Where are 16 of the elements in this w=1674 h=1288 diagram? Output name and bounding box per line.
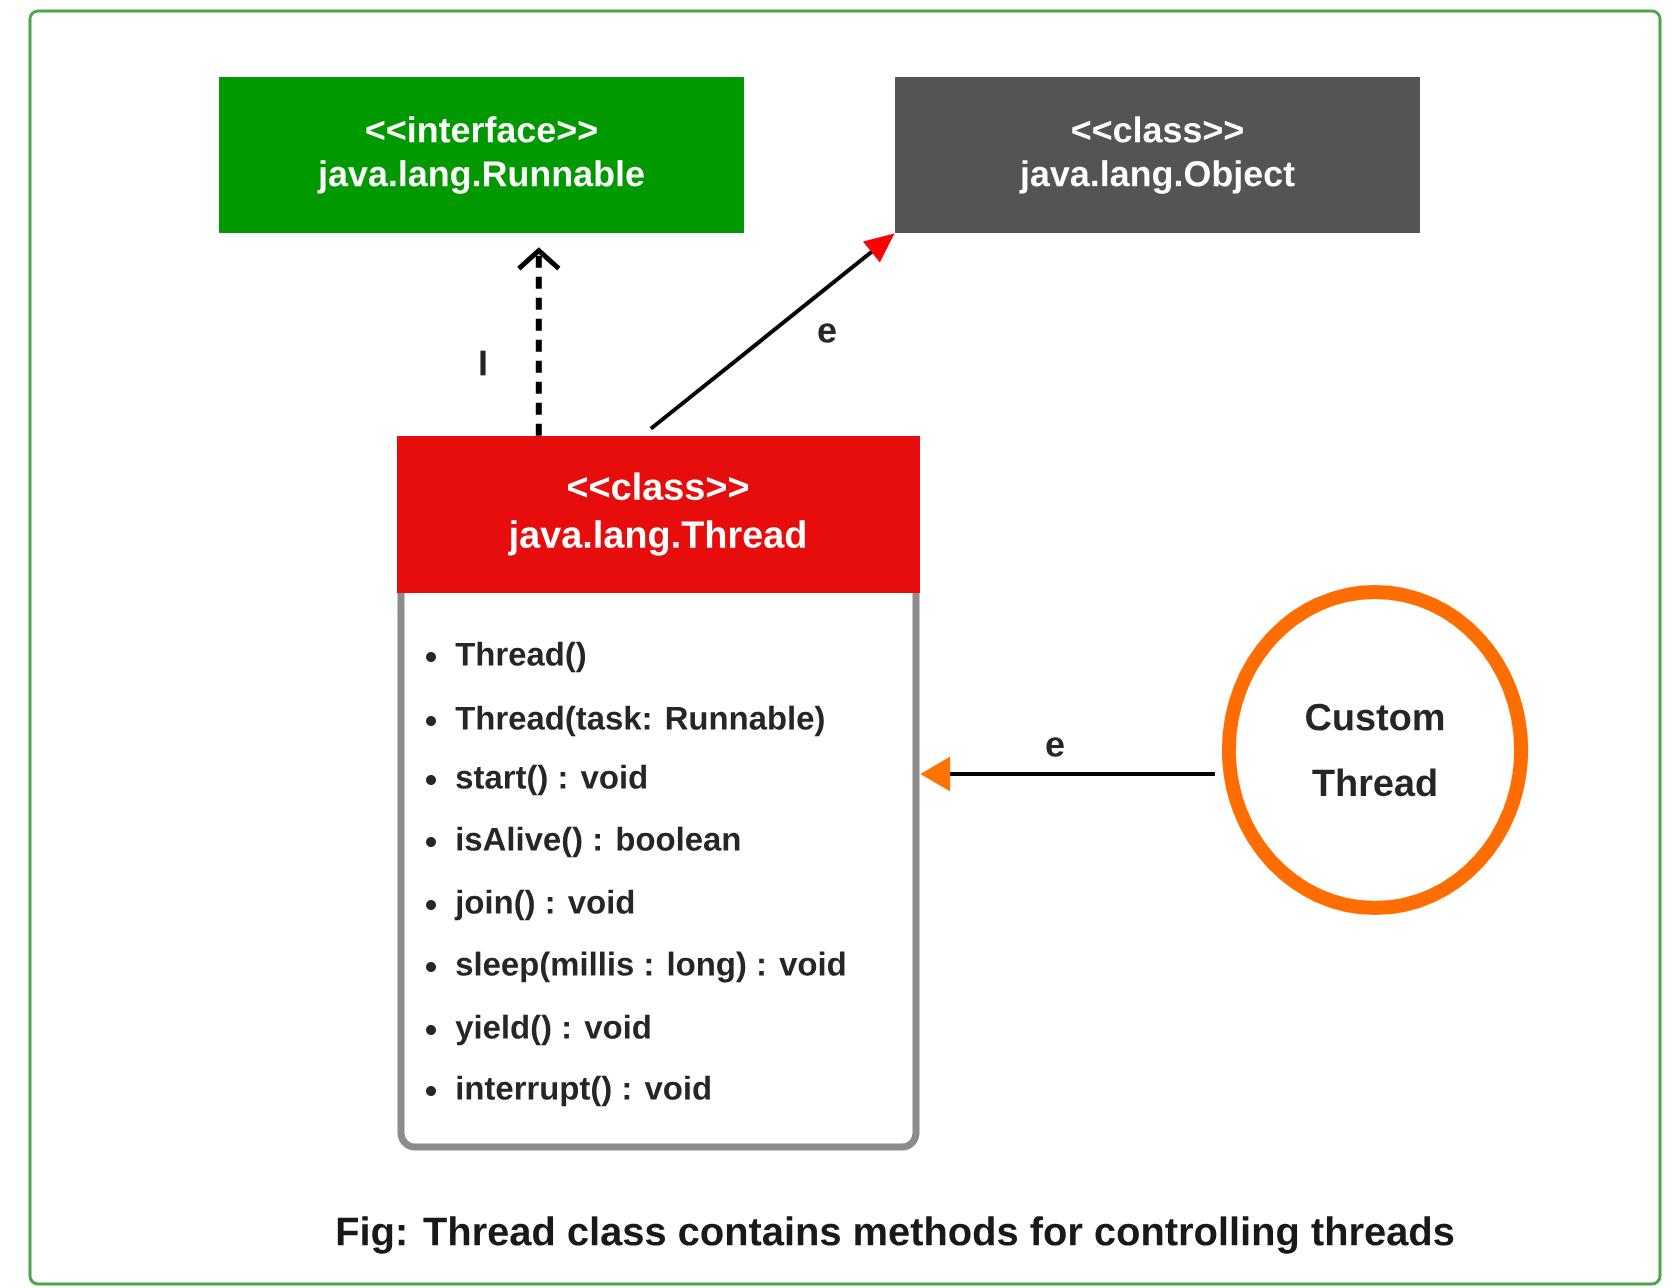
node-label: join() : void bbox=[454, 889, 634, 921]
class-box: <<class>> java.lang.Thread Thread() Thread(task: Runnable) start() : void isAlive() : boolean join() : void sleep(millis : long) : void yield() : void interrupt() : void bbox=[397, 436, 920, 1151]
node-label: sleep(millis : long) : void bbox=[456, 951, 845, 983]
edge-label: I bbox=[480, 350, 486, 376]
node-label: start() : void bbox=[456, 764, 647, 796]
class-box: <<class>> java.lang.Object bbox=[895, 77, 1420, 233]
node-label: Thread() bbox=[455, 641, 586, 673]
node-label: Thread(task: Runnable) bbox=[455, 705, 824, 737]
node-label: isAlive() : boolean bbox=[457, 826, 740, 858]
edge-label: e bbox=[818, 323, 836, 343]
node-label: yield() : void bbox=[455, 1014, 650, 1046]
node-label: interrupt() : void bbox=[457, 1075, 710, 1107]
caption: Fig: Thread class contains methods for controlling threads bbox=[337, 1216, 1454, 1254]
edge-label: e bbox=[1046, 737, 1064, 757]
class-box: <<interface>> java.lang.Runnable bbox=[219, 77, 744, 233]
arrow bbox=[517, 247, 561, 436]
